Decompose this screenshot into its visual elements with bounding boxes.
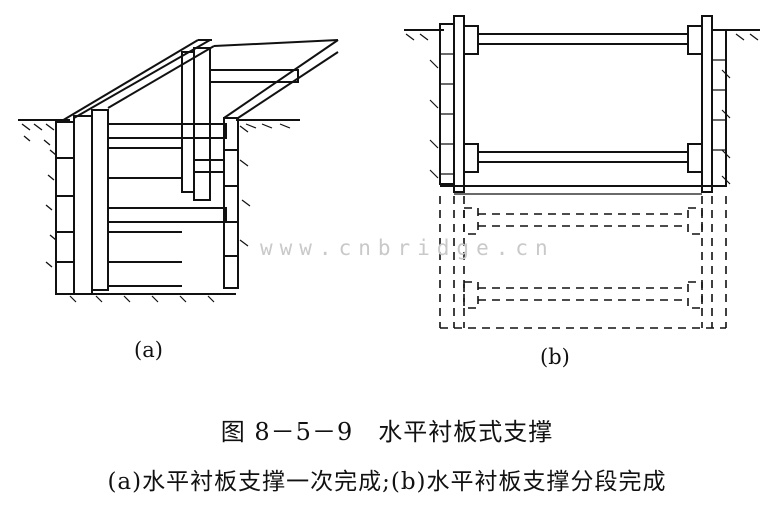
figure-caption-title: 图 8－5－9 水平衬板式支撑 <box>220 418 554 446</box>
watermark-text: www.cnbridge.cn <box>260 236 555 260</box>
strut-pad-ll <box>464 144 478 172</box>
strut-pad-ul <box>464 26 478 54</box>
right-soldier-b <box>702 16 712 192</box>
strut-lower-front <box>108 208 226 222</box>
left-soldier-b <box>454 16 464 192</box>
soil-hatch-left <box>22 124 56 267</box>
panel-b-label: (b) <box>540 345 570 369</box>
right-lagging-b <box>712 30 726 186</box>
strut-upper-rear <box>210 70 298 82</box>
strut-pad-lr <box>688 144 702 172</box>
strut-upper-front <box>108 124 226 138</box>
left-lagging-b <box>440 24 454 184</box>
strut-pad-ur <box>688 26 702 54</box>
panel-a-label: (a) <box>134 338 163 362</box>
front-post-left-b <box>92 110 108 290</box>
future-stage-dashed <box>440 196 726 328</box>
right-lagging-stack <box>224 118 238 288</box>
figure-caption-subtitle: (a)水平衬板支撑一次完成;(b)水平衬板支撑分段完成 <box>107 469 667 495</box>
strut-lower-b <box>478 152 688 162</box>
strut-upper-b <box>478 34 688 44</box>
